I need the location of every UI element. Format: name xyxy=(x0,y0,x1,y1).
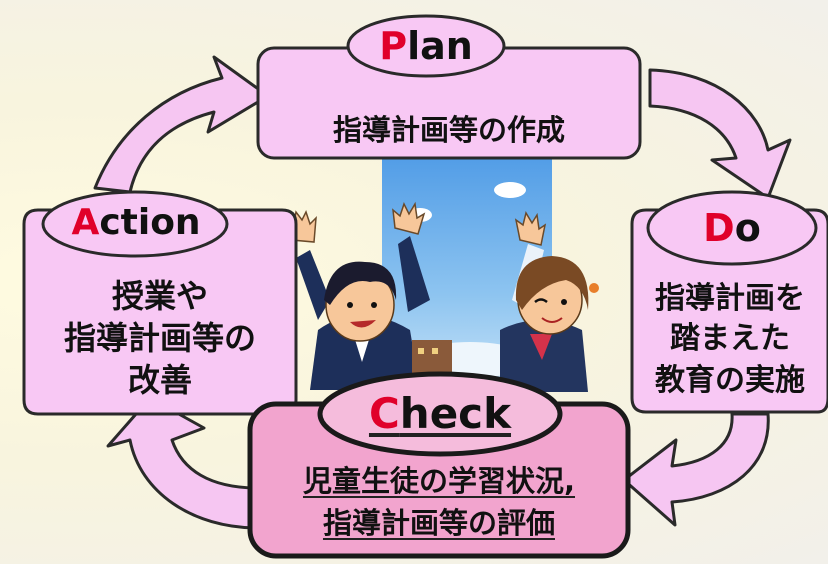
plan-body-line: 指導計画等の作成 xyxy=(332,113,565,147)
do-oval xyxy=(646,190,818,266)
check-oval xyxy=(317,371,563,457)
check-heading-rest: heck xyxy=(399,389,512,438)
do-body-line-3: 教育の実施 xyxy=(655,363,805,398)
do-body-line-1: 指導計画を xyxy=(655,281,805,316)
plan-heading-rest: lan xyxy=(407,24,473,68)
arrow-check-to-action xyxy=(106,396,260,530)
plan-heading-initial: P xyxy=(379,24,408,68)
check-body-line-2: 指導計画等の評価 xyxy=(322,506,555,540)
action-body-line-1: 授業や xyxy=(111,277,208,315)
arrow-action-to-plan xyxy=(93,55,270,194)
do-body-line-2: 踏まえた xyxy=(670,321,790,356)
do-heading: Do xyxy=(670,204,794,252)
action-heading-initial: A xyxy=(71,202,100,243)
arrow-plan-to-do xyxy=(648,68,792,200)
do-box xyxy=(630,208,828,414)
arrow-do-to-check xyxy=(622,412,770,527)
plan-heading: Plan xyxy=(356,22,496,70)
action-heading: Action xyxy=(48,200,224,246)
plan-oval xyxy=(346,14,506,78)
check-body-line-1: 児童生徒の学習状況, xyxy=(302,464,576,498)
check-heading: Check xyxy=(340,388,540,440)
do-heading-initial: D xyxy=(703,206,735,250)
action-body-line-2: 指導計画等の xyxy=(63,319,256,357)
do-heading-rest: o xyxy=(734,206,761,250)
action-body-line-3: 改善 xyxy=(127,361,192,399)
action-heading-rest: ction xyxy=(99,202,201,243)
action-oval xyxy=(41,190,229,258)
action-box xyxy=(22,208,298,416)
check-heading-initial: C xyxy=(368,389,400,438)
